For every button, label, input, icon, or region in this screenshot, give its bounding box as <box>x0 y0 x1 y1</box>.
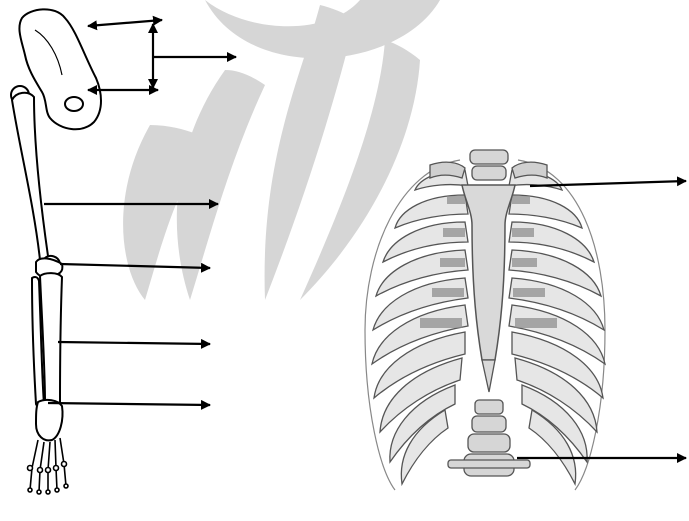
ankle-tarsals <box>36 400 63 440</box>
leg-skeleton <box>11 9 101 494</box>
arrow-fibula <box>48 403 210 405</box>
arrow-tibia <box>58 342 210 344</box>
rib-cage <box>365 150 605 490</box>
obturator-foramen <box>65 97 83 111</box>
sternum <box>462 185 515 360</box>
arrow-hip-width-top <box>88 20 162 26</box>
foot-bones <box>28 438 69 494</box>
femur <box>12 93 48 263</box>
xiphoid-process <box>482 360 495 392</box>
